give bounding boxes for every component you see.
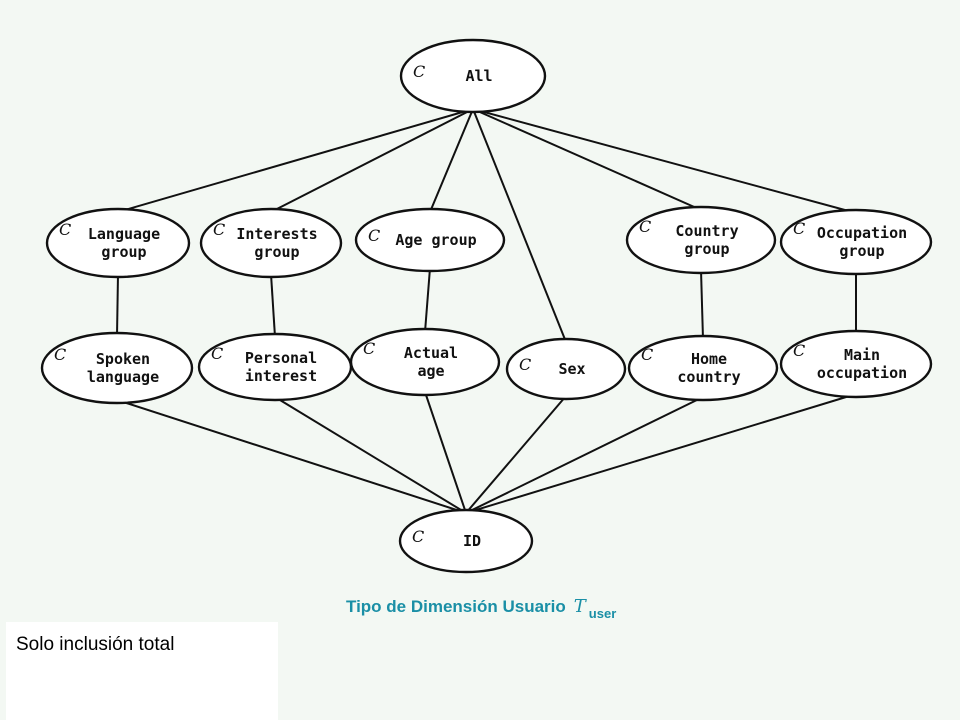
node-label-line: All	[465, 67, 492, 85]
node-symbol: C	[641, 345, 653, 364]
diagram-edges	[116, 108, 857, 514]
node-ellipse	[398, 508, 534, 574]
node-label-line: Spoken	[96, 350, 150, 368]
node-ellipse	[399, 38, 547, 114]
node-label-line: Country	[675, 222, 738, 240]
node-label-line: Age group	[395, 231, 476, 249]
edge-personal_interest-to-id	[274, 396, 467, 514]
node-symbol: C	[793, 219, 805, 238]
node-symbol: C	[211, 344, 223, 363]
node-ellipse	[199, 207, 343, 279]
edge-language_group-to-spoken_language	[116, 273, 119, 337]
node-label-line: Actual	[404, 344, 458, 362]
note-text: Solo inclusión total	[16, 634, 175, 655]
node-symbol: C	[59, 220, 71, 239]
node-label-line: group	[839, 242, 884, 260]
edge-all-to-occupation_group	[472, 108, 857, 214]
node-ellipse	[40, 331, 194, 405]
node-label-line: group	[101, 243, 146, 261]
node-symbol: C	[639, 217, 651, 236]
node-ellipse	[505, 337, 627, 401]
node-label-line: Interests	[236, 225, 317, 243]
edge-home_country-to-id	[465, 396, 704, 514]
edge-all-to-language_group	[117, 108, 474, 213]
node-label-line: Personal	[245, 349, 317, 367]
node-label-line: Home	[691, 350, 727, 368]
caption-text: Tipo de Dimensión Usuario	[346, 597, 566, 616]
node-all: C All	[399, 38, 547, 114]
node-label-line: Main	[844, 346, 880, 364]
node-label-line: Occupation	[817, 224, 907, 242]
node-symbol: C	[413, 62, 425, 81]
node-label-line: occupation	[817, 364, 907, 382]
node-label-line: age	[417, 362, 444, 380]
edge-actual_age-to-id	[424, 391, 467, 514]
node-symbol: C	[54, 345, 66, 364]
node-ellipse	[45, 207, 191, 279]
caption-type-symbol: T	[573, 596, 586, 617]
node-symbol: C	[363, 339, 375, 358]
caption-type-subscript: user	[588, 606, 617, 621]
edge-all-to-interests_group	[270, 108, 474, 213]
edge-spoken_language-to-id	[116, 399, 467, 514]
note-box: Solo inclusión total	[6, 622, 278, 720]
node-symbol: C	[213, 220, 225, 239]
node-symbol: C	[368, 226, 380, 245]
node-ellipse	[779, 329, 933, 399]
edge-sex-to-id	[465, 395, 567, 514]
node-ellipse	[625, 205, 777, 275]
node-ellipse	[779, 208, 933, 276]
node-id: C ID	[398, 508, 534, 574]
node-symbol: C	[793, 341, 805, 360]
node-symbol: C	[519, 355, 531, 374]
edge-all-to-age_group	[429, 108, 474, 213]
node-ellipse	[349, 327, 501, 397]
node-label-line: interest	[245, 367, 317, 385]
node-ellipse	[354, 207, 506, 273]
edge-country_group-to-home_country	[700, 269, 704, 340]
node-symbol: C	[412, 527, 424, 546]
edge-all-to-sex	[472, 108, 567, 343]
edge-main_occupation-to-id	[465, 393, 857, 514]
node-label-line: country	[677, 368, 740, 386]
node-label-line: group	[254, 243, 299, 261]
node-label-line: group	[684, 240, 729, 258]
node-label-line: language	[87, 368, 159, 386]
node-label-line: Sex	[558, 360, 585, 378]
edge-age_group-to-actual_age	[424, 267, 431, 333]
node-ellipse	[627, 334, 779, 402]
node-label-line: ID	[463, 532, 481, 550]
edge-all-to-country_group	[472, 108, 702, 211]
node-label-line: Language	[88, 225, 160, 243]
node-age-group: C Age group	[354, 207, 506, 273]
node-sex: C Sex	[505, 337, 627, 401]
edge-interests_group-to-personal_interest	[270, 273, 276, 338]
